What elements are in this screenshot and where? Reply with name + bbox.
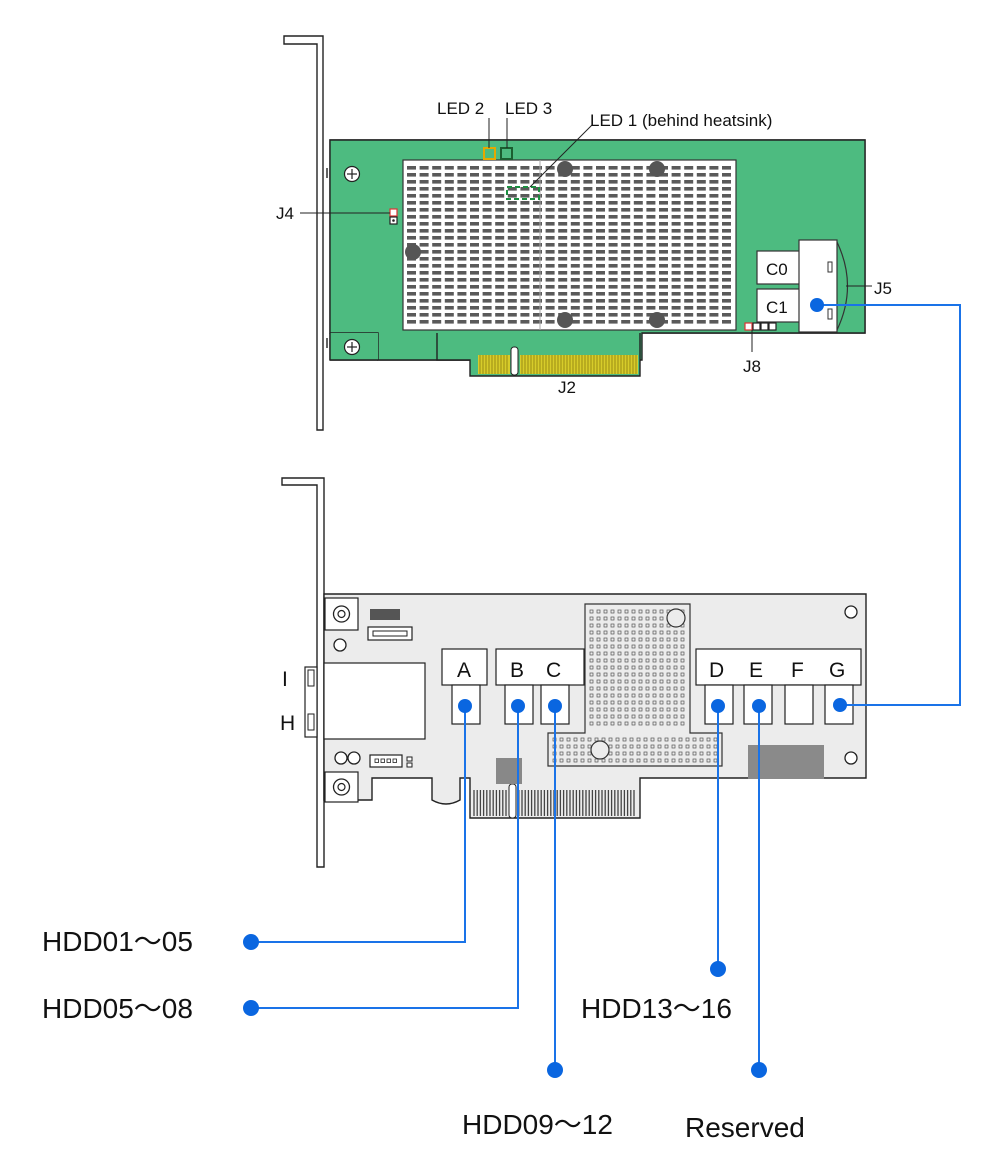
sas-expander-card: I H <box>280 477 867 868</box>
label-hdd13-16: HDD13～16 <box>581 993 732 1024</box>
j4-label: J4 <box>276 204 294 223</box>
expander-pcie-gold-fingers <box>473 783 635 819</box>
raid-card-bracket <box>283 35 324 431</box>
port-c0-label: C0 <box>766 260 788 279</box>
port-f: F <box>784 659 814 725</box>
port-c1-box <box>756 288 801 323</box>
line-b-to-hdd05 <box>251 706 519 1009</box>
connection-dots <box>243 298 847 1078</box>
line-a-to-hdd01 <box>251 706 466 943</box>
port-d-label: D <box>709 659 724 682</box>
dot-hdd05 <box>243 1000 259 1016</box>
heatsink-pin <box>557 312 573 328</box>
j4-pin <box>389 208 398 217</box>
label-hdd01-05: HDD01～05 <box>42 926 193 957</box>
j2-label: J2 <box>558 378 576 397</box>
raid-screw-bottom <box>343 338 361 356</box>
raid-screw-top <box>343 165 361 183</box>
expander-bracket <box>281 477 325 868</box>
j5-connector <box>798 239 838 333</box>
dot-port-a <box>458 699 472 713</box>
led-h-label: H <box>280 712 295 735</box>
dot-c1 <box>810 298 824 312</box>
dot-reserved <box>751 1062 767 1078</box>
port-a-label: A <box>457 659 471 682</box>
label-hdd09-12: HDD09～12 <box>462 1109 613 1140</box>
port-f-label: F <box>791 659 804 682</box>
port-c0-box <box>756 250 801 285</box>
port-d: D <box>704 659 734 725</box>
dot-port-b <box>511 699 525 713</box>
raid-pcie-gold-fingers <box>478 346 638 376</box>
led-h-window <box>307 713 315 731</box>
j8-header <box>744 322 777 331</box>
heatsink-pin <box>649 161 665 177</box>
connection-lines <box>251 304 961 1070</box>
j8-label: J8 <box>743 357 761 376</box>
port-c-label: C <box>546 659 561 682</box>
heatsink-pin <box>557 161 573 177</box>
label-reserved: Reserved <box>685 1112 805 1143</box>
label-hdd05-08: HDD05～08 <box>42 993 193 1024</box>
dot-port-e <box>752 699 766 713</box>
port-group-bc <box>495 648 585 686</box>
raid-controller-card: LED 1 (behind heatsink) LED 2 LED 3 J4 C… <box>276 35 892 431</box>
dot-hdd13 <box>710 961 726 977</box>
heatsink-pin <box>649 312 665 328</box>
port-c1-label: C1 <box>766 298 788 317</box>
port-group-dg <box>695 648 862 686</box>
led1-marker <box>506 186 540 200</box>
heatsink-fins <box>407 166 731 324</box>
dot-port-c <box>548 699 562 713</box>
network-module <box>323 662 426 740</box>
led-i-window <box>307 669 315 687</box>
j5-label: J5 <box>874 279 892 298</box>
dot-port-d <box>711 699 725 713</box>
led1-label: LED 1 (behind heatsink) <box>590 111 772 130</box>
dot-port-g <box>833 698 847 712</box>
line-c1-to-g <box>817 304 961 706</box>
port-b-label: B <box>510 659 524 682</box>
dot-hdd09 <box>547 1062 563 1078</box>
led-i-label: I <box>282 668 288 691</box>
dot-hdd01 <box>243 934 259 950</box>
port-e-label: E <box>749 659 763 682</box>
led2-label: LED 2 <box>437 99 484 118</box>
led3-label: LED 3 <box>505 99 552 118</box>
heatsink-pin <box>405 244 421 260</box>
expander-chip-heatsink <box>547 603 723 767</box>
port-g-label: G <box>829 659 845 682</box>
